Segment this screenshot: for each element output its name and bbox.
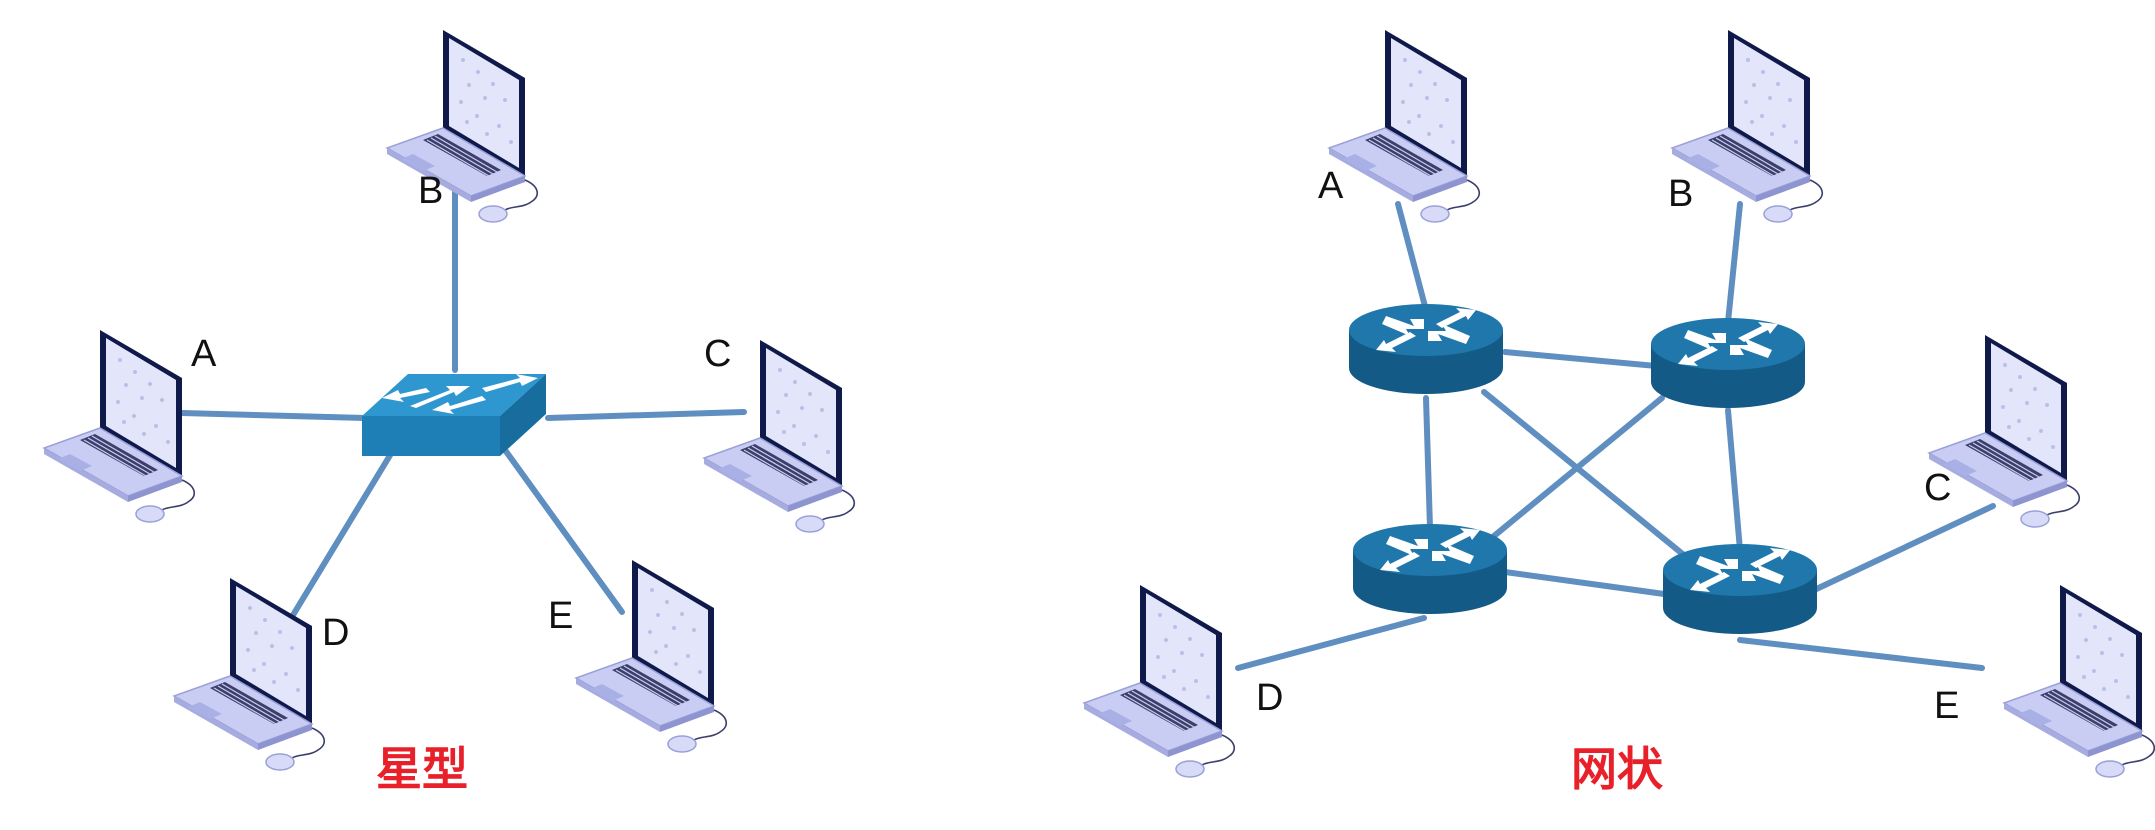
mesh-link-c <box>1807 503 1996 595</box>
router-icon <box>1663 544 1817 634</box>
mesh-link-d <box>1235 615 1427 671</box>
star-label-c: C <box>704 333 731 375</box>
star-label-a: A <box>191 333 217 375</box>
mesh-label-a: A <box>1318 165 1344 207</box>
star-link-e <box>502 447 625 615</box>
mesh-link-r1-r2 <box>1502 349 1659 369</box>
mesh-link-b <box>1725 201 1743 325</box>
laptop-icon <box>1928 334 2081 528</box>
star-label-e: E <box>548 595 573 637</box>
laptop-icon <box>1328 29 1481 223</box>
star-link-d <box>287 449 395 623</box>
switch-icon <box>362 374 546 456</box>
mesh-link-a <box>1395 201 1429 313</box>
laptop-icon <box>1671 29 1824 223</box>
star-links <box>179 165 747 623</box>
router-icon <box>1353 524 1507 614</box>
star-topology: B A C D E 星型 <box>43 29 856 796</box>
laptop-icon <box>173 577 326 771</box>
mesh-label-e: E <box>1934 685 1959 727</box>
star-link-a <box>179 410 368 421</box>
laptop-icon <box>575 559 728 753</box>
laptop-icon <box>386 29 539 223</box>
mesh-link-r1-r3 <box>1423 395 1433 531</box>
star-label-d: D <box>322 612 349 654</box>
mesh-topology: A B C D E 网状 <box>1083 29 2155 796</box>
star-caption: 星型 <box>376 742 468 796</box>
mesh-link-r2-r4 <box>1725 407 1743 553</box>
star-link-c <box>545 409 747 421</box>
mesh-link-e <box>1737 637 1985 671</box>
mesh-links <box>1235 201 1996 671</box>
mesh-label-d: D <box>1256 677 1283 719</box>
laptop-icon <box>43 329 196 523</box>
mesh-link-r3-r4 <box>1502 569 1667 597</box>
mesh-label-b: B <box>1668 173 1693 215</box>
mesh-link-r2-r3 <box>1491 395 1665 539</box>
mesh-caption: 网状 <box>1571 742 1664 796</box>
star-label-b: B <box>418 170 443 212</box>
router-icon <box>1651 318 1805 408</box>
mesh-link-r1-r4 <box>1481 389 1693 563</box>
laptop-icon <box>1083 584 1236 778</box>
laptop-icon <box>2003 584 2155 778</box>
mesh-label-c: C <box>1924 467 1951 509</box>
router-icon <box>1349 304 1503 394</box>
